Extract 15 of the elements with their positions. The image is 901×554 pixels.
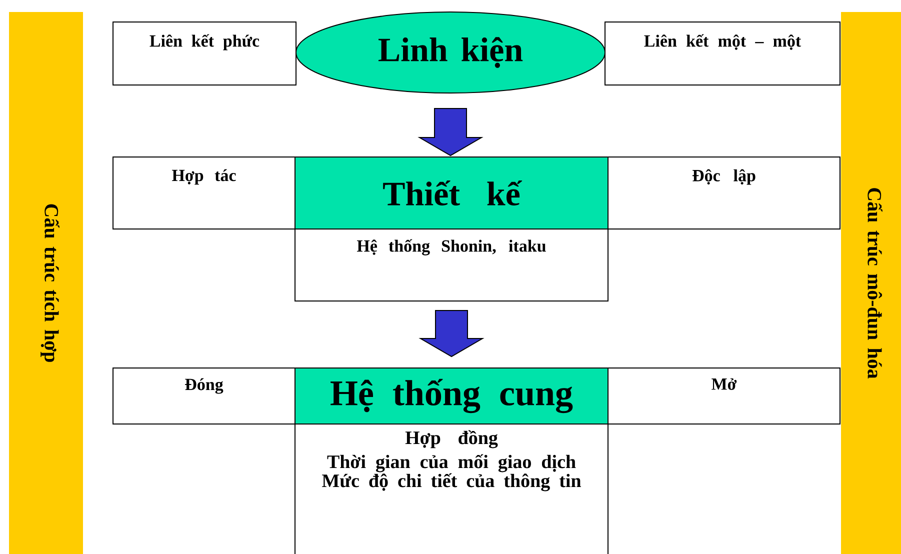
text-box: Thiết kế xyxy=(294,156,608,230)
ellipse-node: Linh kiện xyxy=(296,12,606,94)
side-band: Cấu trúc tích hợp xyxy=(9,12,83,554)
text-box: Đóng xyxy=(112,368,296,424)
side-band: Cấu trúc mô-đun hóa xyxy=(841,12,901,554)
text-box: Hợp tác xyxy=(112,156,296,230)
text-box: Mở xyxy=(608,368,840,424)
text-box: Hệ thống cung xyxy=(294,368,608,424)
text-box: Hệ thống Shonin, itaku xyxy=(294,228,608,302)
block-arrow xyxy=(418,108,484,156)
text-box: Độc lập xyxy=(608,156,840,230)
text-box: Liên kết một – một xyxy=(604,22,840,86)
block-arrow xyxy=(418,310,484,358)
text-box: Liên kết phức xyxy=(112,22,296,86)
text-box: Hợp đồng Thời gian của mối giao dịch Mức độ chi tiết của thông tin xyxy=(294,424,608,554)
